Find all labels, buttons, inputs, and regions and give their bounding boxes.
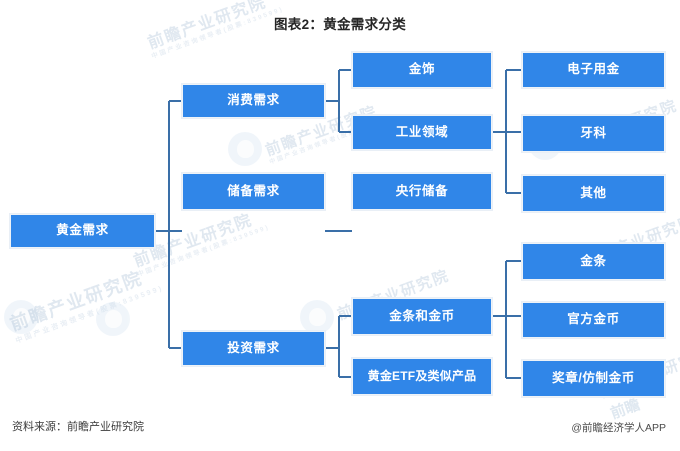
node-official-coin[interactable]: 官方金币 [522, 302, 665, 338]
node-reserve-demand[interactable]: 储备需求 [182, 173, 325, 210]
node-medal-imitation-coin[interactable]: 奖章/仿制金币 [522, 360, 665, 397]
diagram-canvas: 前瞻产业研究院 中国产业咨询领导者(股票:839599) 前瞻产业研究院 中国产… [4, 0, 680, 402]
node-investment-demand[interactable]: 投资需求 [182, 331, 325, 366]
brand-credit: @前瞻经济学人APP [571, 422, 666, 434]
node-industrial[interactable]: 工业领域 [352, 115, 492, 150]
node-root[interactable]: 黄金需求 [10, 214, 155, 248]
node-dental[interactable]: 牙科 [522, 115, 665, 152]
page-title: 图表2：黄金需求分类 [273, 17, 406, 32]
node-other[interactable]: 其他 [522, 175, 665, 212]
node-central-bank-reserve[interactable]: 央行储备 [352, 173, 492, 210]
source-note: 资料来源：前瞻产业研究院 [12, 421, 144, 433]
node-gold-bar[interactable]: 金条 [522, 243, 665, 280]
node-consumer-demand[interactable]: 消费需求 [182, 84, 325, 118]
connector-lines [155, 69, 522, 379]
node-gold-etf[interactable]: 黄金ETF及类似产品 [352, 358, 492, 395]
node-jewelry[interactable]: 金饰 [352, 52, 492, 88]
node-bars-and-coins[interactable]: 金条和金币 [352, 298, 492, 335]
node-electronics[interactable]: 电子用金 [522, 52, 665, 88]
